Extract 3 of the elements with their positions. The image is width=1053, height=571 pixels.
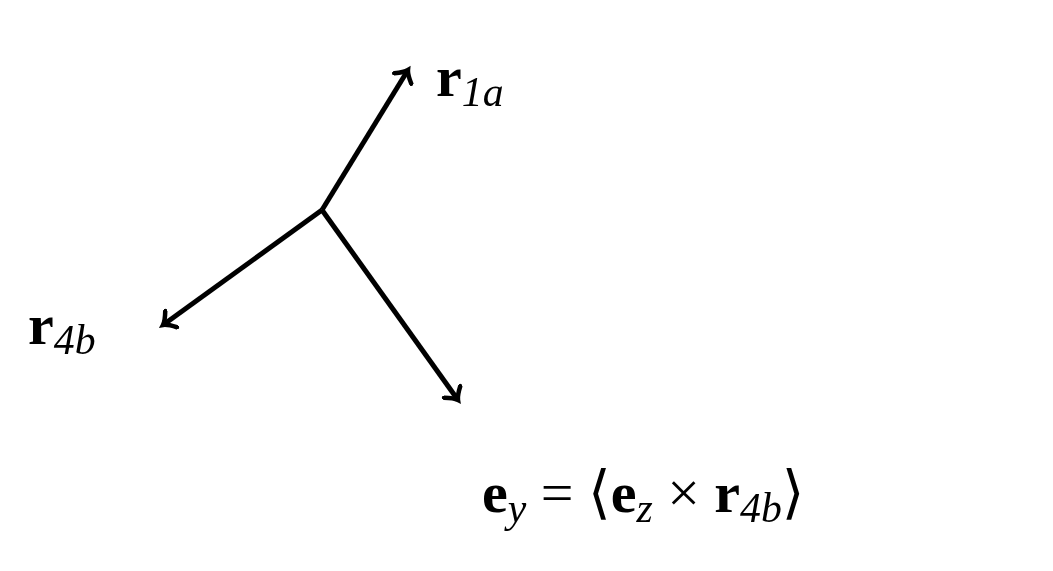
vector-label: e$_{y}$ = ⟨e$_{z}$ × r$_{4b}$⟩	[482, 464, 805, 531]
vector-label: r$_{4b}$	[28, 296, 96, 363]
vector-label: r$_{1a}$	[436, 48, 504, 115]
